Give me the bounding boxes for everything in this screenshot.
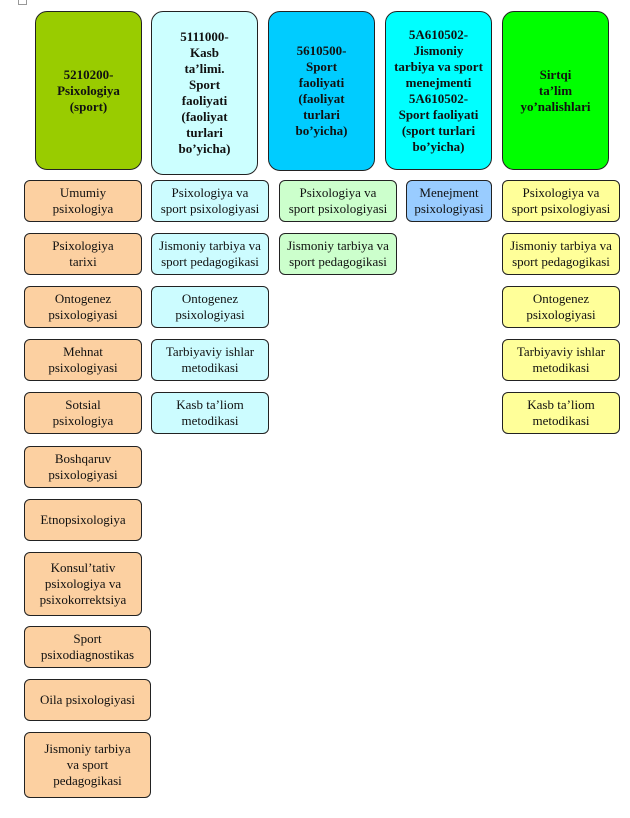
header-sport-faoliyati: 5610500- Sport faoliyati (faoliyat turla… <box>268 11 375 171</box>
subject-jismoniy-tarbiya-pedagogikasi: Jismoniy tarbiya va sport pedagogikasi <box>24 732 151 798</box>
subject-boshqaruv-psixologiyasi: Boshqaruv psixologiyasi <box>24 446 142 488</box>
subject-sport-psixodiagnostikasi: Sport psixodiagnostikas <box>24 626 151 668</box>
subject-mehnat-psixologiyasi: Mehnat psixologiyasi <box>24 339 142 381</box>
subject-psixologiya-sport-psixologiyasi: Psixologiya va sport psixologiyasi <box>279 180 397 222</box>
subject-umumiy-psixologiya: Umumiy psixologiya <box>24 180 142 222</box>
subject-tarbiyaviy-ishlar-metodikasi: Tarbiyaviy ishlar metodikasi <box>502 339 620 381</box>
subject-psixologiya-tarixi: Psixologiya tarixi <box>24 233 142 275</box>
header-jismoniy-tarbiya-menejmenti: 5A610502- Jismoniy tarbiya va sport mene… <box>385 11 492 170</box>
corner-mark <box>18 0 27 5</box>
subject-jismoniy-tarbiya-sport-pedagogikasi: Jismoniy tarbiya va sport pedagogikasi <box>502 233 620 275</box>
subject-sotsial-psixologiya: Sotsial psixologiya <box>24 392 142 434</box>
subject-oila-psixologiyasi: Oila psixologiyasi <box>24 679 151 721</box>
subject-etnopsixologiya: Etnopsixologiya <box>24 499 142 541</box>
header-kasb-talimi: 5111000- Kasb ta’limi. Sport faoliyati (… <box>151 11 258 175</box>
subject-menejment-psixologiyasi: Menejment psixologiyasi <box>406 180 492 222</box>
subject-jismoniy-tarbiya-sport-pedagogikasi: Jismoniy tarbiya va sport pedagogikasi <box>279 233 397 275</box>
header-psixologiya-sport: 5210200- Psixologiya (sport) <box>35 11 142 170</box>
subject-jismoniy-tarbiya-sport-pedagogikasi: Jismoniy tarbiya va sport pedagogikasi <box>151 233 269 275</box>
subject-konsultativ-psixologiya: Konsul’tativ psixologiya va psixokorrekt… <box>24 552 142 616</box>
subject-psixologiya-sport-psixologiyasi: Psixologiya va sport psixologiyasi <box>502 180 620 222</box>
subject-kasb-taliom-metodikasi: Kasb ta’liom metodikasi <box>502 392 620 434</box>
subject-ontogenez-psixologiyasi: Ontogenez psixologiyasi <box>24 286 142 328</box>
subject-ontogenez-psixologiyasi: Ontogenez psixologiyasi <box>502 286 620 328</box>
subject-kasb-taliom-metodikasi: Kasb ta’liom metodikasi <box>151 392 269 434</box>
subject-tarbiyaviy-ishlar-metodikasi: Tarbiyaviy ishlar metodikasi <box>151 339 269 381</box>
subject-psixologiya-sport-psixologiyasi: Psixologiya va sport psixologiyasi <box>151 180 269 222</box>
header-sirtqi-talim: Sirtqi ta’lim yo’nalishlari <box>502 11 609 170</box>
subject-ontogenez-psixologiyasi: Ontogenez psixologiyasi <box>151 286 269 328</box>
